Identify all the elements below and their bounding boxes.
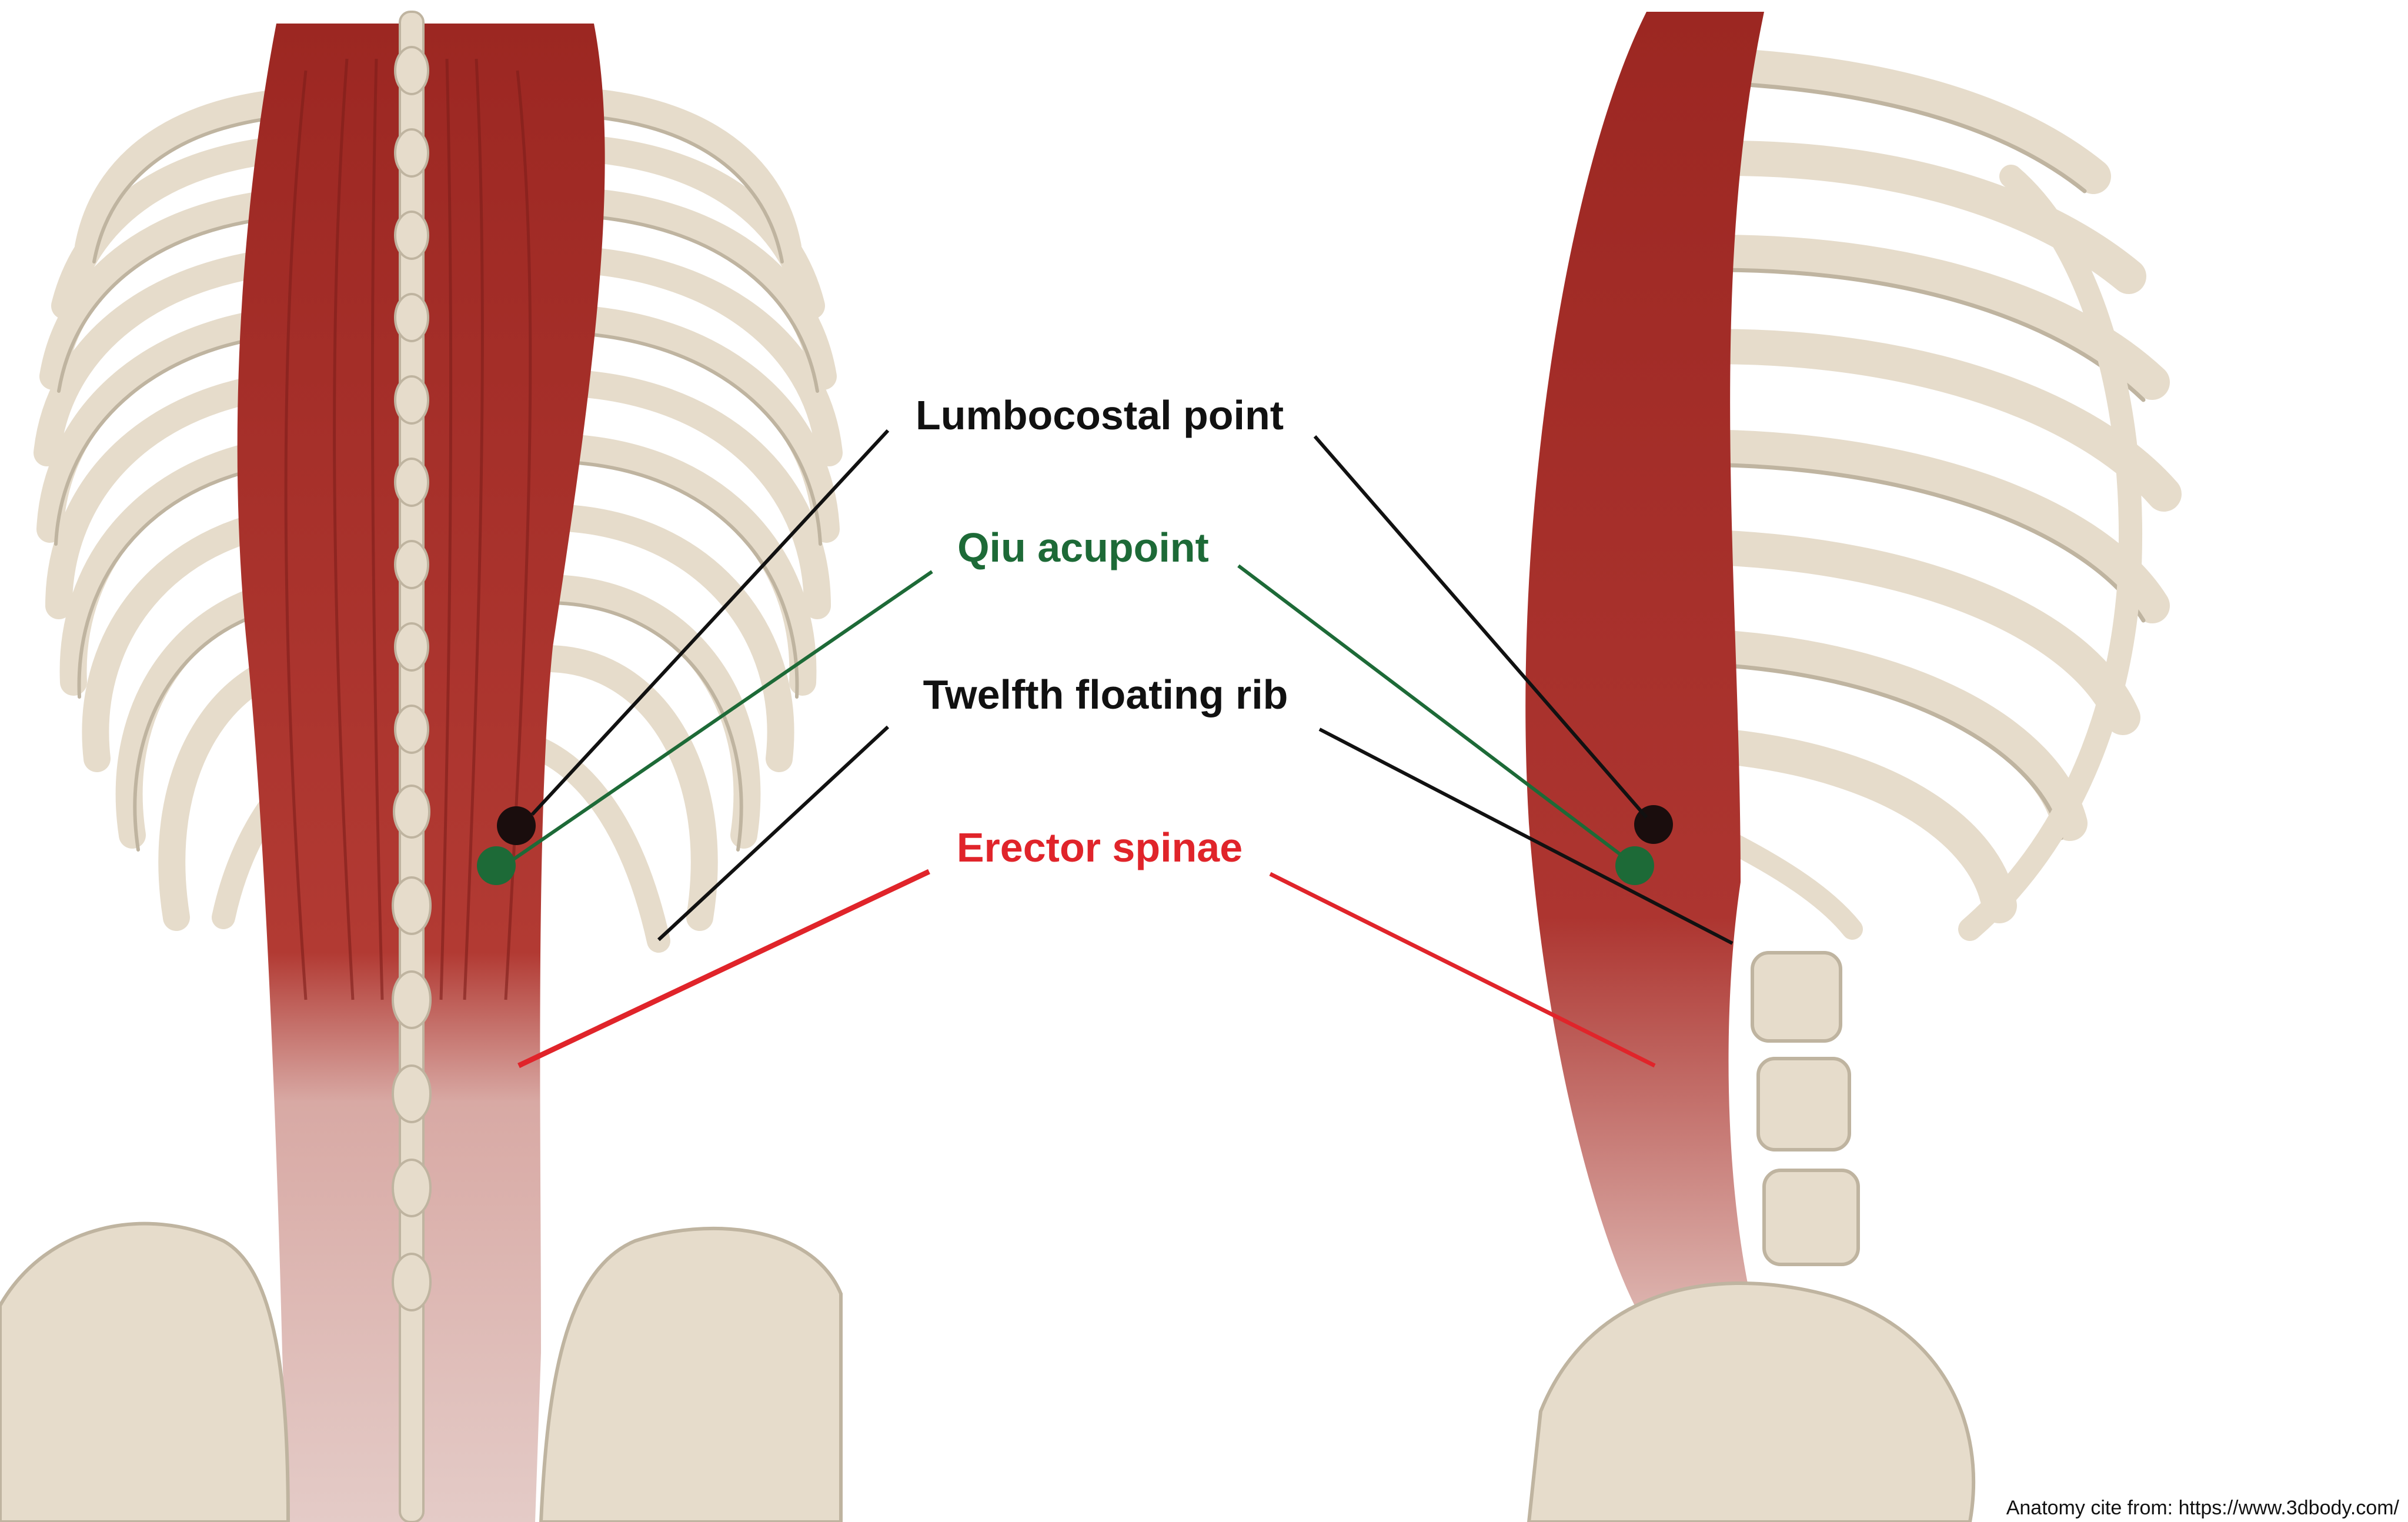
lumbocostal-leader-right — [1313, 435, 1648, 819]
posterior-spine — [392, 11, 432, 1522]
label-twelfth-floating-rib: Twelfth floating rib — [923, 672, 1288, 717]
qiu-leader-right — [1237, 564, 1627, 860]
posterior-pelvis — [0, 1221, 843, 1522]
label-erector-spinae: Erector spinae — [957, 825, 1243, 870]
lateral-qiu-acupoint-marker — [1615, 846, 1654, 885]
label-qiu-acupoint: Qiu acupoint — [957, 525, 1209, 570]
leader-lines — [512, 429, 1734, 1069]
lateral-pelvis — [1527, 1281, 1976, 1522]
posterior-qiu-acupoint-marker — [477, 846, 516, 885]
lumbocostal-leader-left — [530, 429, 890, 816]
lateral-erector-spinae-muscle — [1525, 12, 1764, 1306]
credit-text: Anatomy cite from: https://www.3dbody.co… — [2006, 1497, 2400, 1519]
lateral-lumbar-vertebrae — [1751, 951, 1860, 1266]
lateral-view — [1525, 12, 2182, 1522]
lateral-rib-cage — [1670, 47, 2182, 941]
twelfth-rib-leader-right — [1318, 727, 1734, 945]
posterior-lumbocostal-point-marker — [497, 806, 536, 845]
posterior-view — [0, 11, 843, 1522]
twelfth-rib-leader-left — [657, 725, 890, 942]
posterior-markers — [477, 806, 536, 885]
erector-leader-right — [1269, 872, 1656, 1068]
qiu-leader-left — [512, 570, 933, 862]
label-lumbocostal-point: Lumbocostal point — [916, 392, 1284, 438]
erector-leader-left — [517, 869, 930, 1069]
